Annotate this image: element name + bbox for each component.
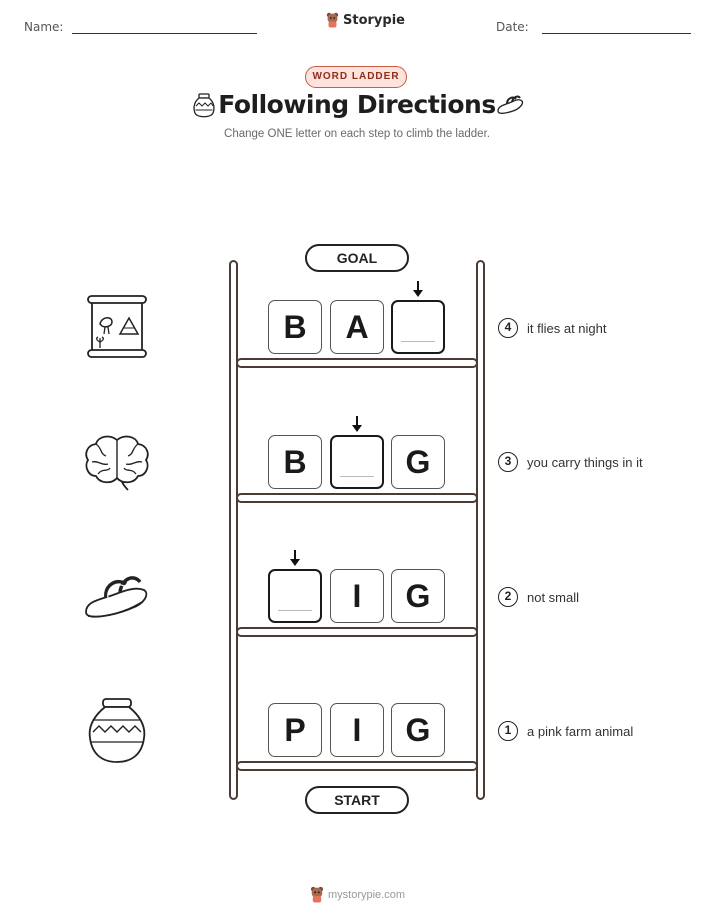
blank-letter-tile[interactable]: [268, 569, 322, 623]
letter-tile: I: [330, 703, 384, 757]
name-line[interactable]: [72, 33, 257, 34]
clue-row: 2 not small: [498, 587, 579, 607]
ladder-rung: [236, 358, 478, 368]
instructions: Change ONE letter on each step to climb …: [224, 128, 490, 140]
step-number: 2: [498, 587, 518, 607]
arrow-down-icon: [413, 281, 423, 297]
sandal-icon: [497, 95, 524, 114]
arrow-down-icon: [290, 550, 300, 566]
start-label: START: [305, 786, 409, 814]
brand-logo: Storypie: [326, 12, 405, 28]
ladder-rung: [236, 761, 478, 771]
letter-tile: A: [330, 300, 384, 354]
letter-tile: I: [330, 569, 384, 623]
ladder-rung: [236, 493, 478, 503]
ladder-rung: [236, 627, 478, 637]
blank-letter-tile[interactable]: [330, 435, 384, 489]
clue-row: 1 a pink farm animal: [498, 721, 633, 741]
word-ladder-badge: WORD LADDER: [305, 66, 407, 88]
step-number: 1: [498, 721, 518, 741]
letter-tile: G: [391, 435, 445, 489]
step-number: 3: [498, 452, 518, 472]
arrow-down-icon: [352, 416, 362, 432]
bear-mascot-icon: [326, 12, 339, 28]
goal-label: GOAL: [305, 244, 409, 272]
clue-text: it flies at night: [527, 320, 607, 336]
clue-text: a pink farm animal: [527, 723, 634, 739]
letter-tile: B: [268, 435, 322, 489]
footer: mystorypie.com: [310, 886, 405, 903]
ladder-left-rail: [229, 260, 238, 800]
letter-tile: P: [268, 703, 322, 757]
date-line[interactable]: [542, 33, 691, 34]
step-number: 4: [498, 318, 518, 338]
clue-row: 4 it flies at night: [498, 318, 607, 338]
clay-pot-icon: [193, 93, 215, 118]
name-label: Name:: [24, 20, 64, 34]
clue-text: not small: [527, 589, 580, 605]
clay-pot-icon: [88, 698, 146, 763]
bear-mascot-icon: [310, 886, 324, 903]
page-title: Following Directions: [218, 90, 496, 119]
footer-url[interactable]: mystorypie.com: [328, 888, 406, 901]
letter-tile: G: [391, 703, 445, 757]
date-label: Date:: [496, 20, 529, 34]
letter-tile: B: [268, 300, 322, 354]
letter-tile: G: [391, 569, 445, 623]
papyrus-scroll-icon: [87, 295, 147, 358]
clue-text: you carry things in it: [527, 454, 643, 470]
ladder-right-rail: [476, 260, 485, 800]
brand-name: Storypie: [343, 12, 405, 28]
sandal-icon: [85, 576, 148, 618]
brain-icon: [85, 435, 149, 491]
clue-row: 3 you carry things in it: [498, 452, 643, 472]
blank-letter-tile[interactable]: [391, 300, 445, 354]
